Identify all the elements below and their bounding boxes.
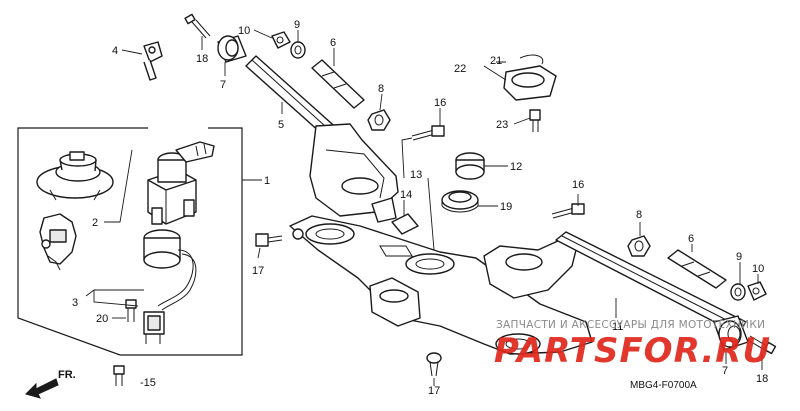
callout-7: 7	[220, 79, 226, 91]
washer-10-bottom-part	[747, 281, 767, 301]
pipe-6-bottom-part	[667, 249, 727, 289]
front-arrow: FR.	[25, 369, 76, 399]
leader-lines	[85, 29, 763, 386]
callout-21: 21	[490, 55, 502, 67]
key-part	[143, 41, 163, 81]
nut-9-bottom-part	[730, 283, 746, 301]
ignition-group-frame	[17, 127, 243, 356]
callout-17b: 17	[428, 385, 440, 397]
callout-22: 22	[454, 63, 466, 75]
fuel-cap-part	[36, 151, 114, 201]
callout-12: 12	[510, 161, 522, 173]
callout-18b: 18	[756, 373, 768, 385]
callout-10: 10	[238, 25, 250, 37]
washer-10-top-part	[271, 31, 291, 49]
callout-4: 4	[112, 45, 118, 57]
screw-15-part	[113, 365, 125, 386]
callout-6: 6	[330, 37, 336, 49]
nut-8-top-part	[367, 109, 391, 131]
callout-19: 19	[500, 201, 512, 213]
callout-13: 13	[410, 169, 422, 181]
nut-8-bottom-part	[627, 235, 651, 257]
callout-3: 3	[72, 297, 78, 309]
callout-8b: 8	[636, 209, 642, 221]
callout-1: 1	[264, 175, 270, 187]
ring-19-part	[441, 190, 479, 213]
fr-label: FR.	[58, 369, 76, 381]
callout-9: 9	[294, 19, 300, 31]
bolt-17-bottom-part	[426, 352, 442, 377]
callout-6b: 6	[688, 233, 694, 245]
callout-11: 11	[612, 321, 623, 333]
watermark-main: PARTSFOR.RU	[494, 331, 771, 371]
diagram-code: MBG4-F0700A	[630, 380, 697, 391]
callout-23: 23	[496, 119, 508, 131]
callout-5: 5	[278, 119, 284, 131]
watermark-subtitle: ЗАПЧАСТИ И АКСЕССУАРЫ ДЛЯ МОТОТЕХНИКИ	[496, 319, 765, 331]
callout-10b: 10	[752, 263, 764, 275]
ignition-switch-part	[147, 141, 215, 225]
cap-12-part	[455, 152, 485, 180]
right-handlebar-part	[483, 231, 747, 335]
bolt-17-left-part	[255, 233, 283, 247]
bolt-18-bottom-part	[747, 335, 777, 355]
callout-8: 8	[378, 83, 384, 95]
bolt-23-part	[529, 109, 541, 132]
ignition-harness-part	[143, 229, 197, 344]
seat-lock-part	[39, 213, 77, 271]
holder-22-part	[503, 54, 557, 101]
callout-17: 17	[252, 265, 264, 277]
callout-7b: 7	[722, 365, 728, 377]
callout-9b: 9	[736, 251, 742, 263]
plate-14-part	[391, 213, 419, 235]
nut-9-top-part	[290, 41, 306, 59]
watermark: ЗАПЧАСТИ И АКСЕССУАРЫ ДЛЯ МОТОТЕХНИКИ PA…	[494, 319, 771, 371]
callout-14: 14	[400, 189, 412, 201]
callout-20: 20	[96, 313, 108, 325]
pipe-6-top-part	[311, 59, 365, 109]
bolt-16-right-part	[551, 203, 585, 219]
bar-end-right-part	[713, 315, 749, 351]
callout-16: 16	[434, 97, 446, 109]
top-bridge-part	[289, 215, 593, 355]
bolt-16-top-part	[411, 125, 445, 141]
bolt-20-part	[125, 299, 137, 322]
bar-end-left-part	[217, 35, 247, 63]
callout-15: -15	[140, 377, 156, 389]
callout-18: 18	[196, 53, 208, 65]
left-handlebar-part	[245, 55, 399, 223]
callout-16b: 16	[572, 179, 584, 191]
callout-labels: 4 18 7 10 9 6 8 5 16 21 22 23 12 13 19 1…	[72, 19, 768, 397]
callout-2: 2	[92, 217, 98, 229]
bolt-18-top-part	[184, 13, 211, 39]
